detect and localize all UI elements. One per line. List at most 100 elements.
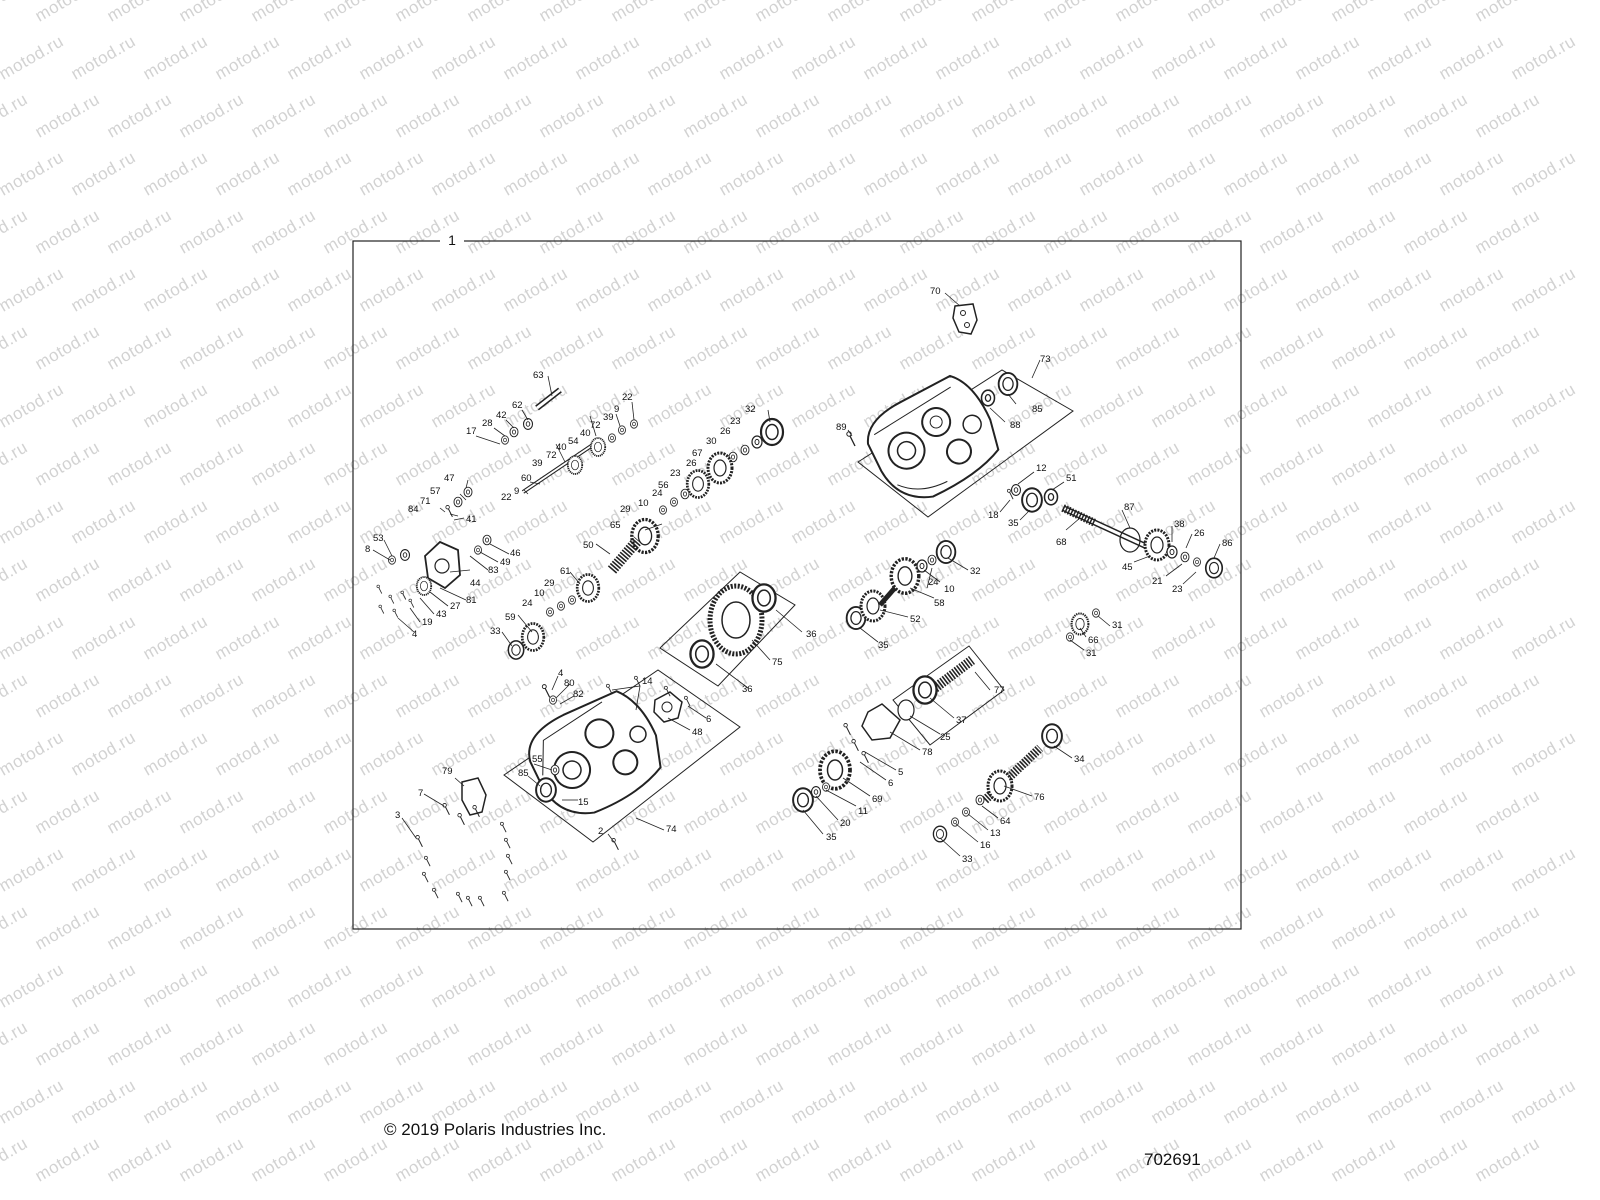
callout-80: 80 — [564, 678, 575, 689]
callout-36: 36 — [806, 629, 817, 640]
transmission-case-right — [867, 374, 1000, 499]
callout-84: 84 — [408, 504, 419, 515]
callout-29: 29 — [544, 578, 555, 589]
callout-4: 4 — [412, 629, 417, 640]
callout-23: 23 — [1172, 584, 1183, 595]
callout-16: 16 — [980, 840, 991, 851]
callout-79: 79 — [442, 766, 453, 777]
callout-36: 36 — [742, 684, 753, 695]
seal-85b — [535, 777, 557, 803]
callout-38: 38 — [1174, 519, 1185, 530]
callout-9: 9 — [514, 486, 519, 497]
callout-9: 9 — [614, 404, 619, 415]
callout-24: 24 — [522, 598, 533, 609]
callout-47: 47 — [444, 473, 455, 484]
shift-cover-group — [376, 486, 492, 618]
shaft-76-group — [932, 723, 1063, 843]
callout-53: 53 — [373, 533, 384, 544]
callout-73: 73 — [1040, 354, 1051, 365]
leader-lines — [372, 292, 1221, 857]
washer-12 — [1010, 484, 1022, 496]
callout-11: 11 — [858, 806, 868, 817]
callout-35: 35 — [826, 832, 837, 843]
callout-87: 87 — [1124, 502, 1135, 513]
callout-76: 76 — [1034, 792, 1045, 803]
callout-51: 51 — [1066, 473, 1077, 484]
callout-33: 33 — [490, 626, 501, 637]
callout-39: 39 — [603, 412, 614, 423]
callout-8: 8 — [365, 544, 370, 555]
callout-59: 59 — [505, 612, 516, 623]
callout-13: 13 — [990, 828, 1001, 839]
callout-55: 55 — [532, 754, 543, 765]
callout-46: 46 — [510, 548, 521, 559]
callout-78: 78 — [922, 747, 933, 758]
callout-35: 35 — [878, 640, 889, 651]
callout-88: 88 — [1010, 420, 1021, 431]
ring-gear-group — [659, 571, 796, 687]
callout-85: 85 — [518, 768, 529, 779]
callout-40: 40 — [556, 442, 567, 453]
callout-4: 4 — [558, 668, 563, 679]
callout-25: 25 — [940, 732, 951, 743]
callout-10: 10 — [638, 498, 649, 509]
callout-24: 24 — [928, 577, 939, 588]
callout-71: 71 — [420, 496, 431, 507]
callout-19: 19 — [422, 617, 433, 628]
callout-3: 3 — [395, 810, 400, 821]
bearing-35a — [1021, 487, 1043, 513]
callout-85: 85 — [1032, 404, 1043, 415]
seal-88 — [980, 389, 996, 407]
callout-70: 70 — [930, 286, 941, 297]
callout-6: 6 — [706, 714, 711, 725]
callout-26: 26 — [720, 426, 731, 437]
callout-54: 54 — [568, 436, 579, 447]
cover-78 — [843, 703, 901, 764]
callout-57: 57 — [430, 486, 441, 497]
callout-23: 23 — [670, 468, 681, 479]
callout-2: 2 — [598, 826, 603, 837]
transmission-case-left — [528, 690, 662, 815]
callout-32: 32 — [970, 566, 981, 577]
seal-51 — [1043, 488, 1059, 506]
callout-52: 52 — [910, 614, 921, 625]
callout-22: 22 — [501, 492, 512, 503]
callout-63: 63 — [533, 370, 544, 381]
callout-40: 40 — [580, 428, 591, 439]
callout-22: 22 — [622, 392, 633, 403]
callout-31: 31 — [1086, 648, 1097, 659]
callout-64: 64 — [1000, 816, 1011, 827]
callout-58: 58 — [934, 598, 945, 609]
shaft-52-group — [845, 540, 957, 630]
callout-56: 56 — [658, 480, 669, 491]
callout-18: 18 — [988, 510, 999, 521]
callout-33: 33 — [962, 854, 973, 865]
callout-81: 81 — [466, 595, 477, 606]
callout-86: 86 — [1222, 538, 1233, 549]
callout-61: 61 — [560, 566, 571, 577]
callout-27: 27 — [450, 601, 461, 612]
callout-82: 82 — [573, 689, 584, 700]
callout-labels: 70 73 85 88 89 12 51 18 35 87 68 38 26 8… — [365, 286, 1233, 865]
callout-21: 21 — [1152, 576, 1163, 587]
callout-72: 72 — [546, 450, 557, 461]
pin-55 — [550, 764, 560, 776]
seal-86 — [1204, 557, 1224, 579]
callout-50: 50 — [583, 540, 594, 551]
callout-7: 7 — [418, 788, 423, 799]
callout-17: 17 — [466, 426, 477, 437]
clip-23 — [1193, 557, 1201, 567]
copyright-notice: © 2019 Polaris Industries Inc. — [384, 1120, 607, 1139]
callout-32: 32 — [745, 404, 756, 415]
callout-14: 14 — [642, 676, 653, 687]
callout-68: 68 — [1056, 537, 1067, 548]
callout-42: 42 — [496, 410, 507, 421]
callout-26: 26 — [1194, 528, 1205, 539]
case-left-group — [503, 669, 741, 851]
callout-24: 24 — [652, 488, 663, 499]
washer-38 — [1166, 545, 1178, 559]
callout-77: 77 — [994, 685, 1005, 696]
drawing-number: 702691 — [1144, 1150, 1201, 1169]
shaft-77-group — [892, 645, 1005, 746]
